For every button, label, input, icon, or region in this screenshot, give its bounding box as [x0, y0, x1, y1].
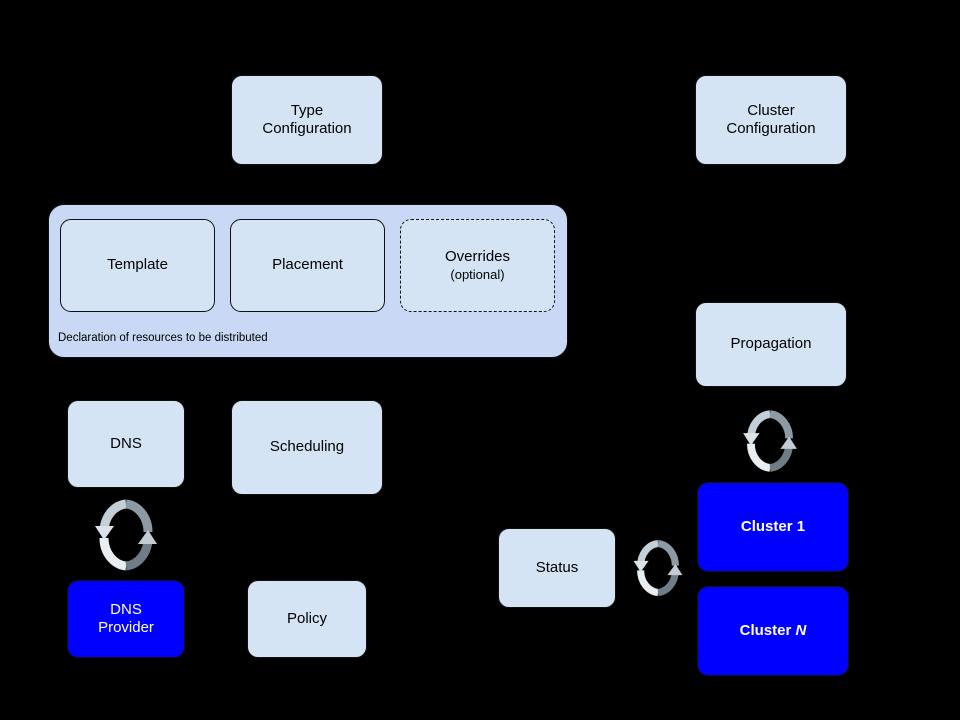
- node-cluster-n-prefix: Cluster: [739, 621, 796, 639]
- node-policy-label: Policy: [286, 609, 327, 627]
- node-propagation[interactable]: Propagation: [695, 302, 847, 387]
- node-cluster-configuration[interactable]: Cluster Configuration: [695, 75, 847, 165]
- node-dns[interactable]: DNS: [67, 400, 185, 488]
- cluster-config-line1: Cluster: [747, 101, 795, 119]
- node-template[interactable]: Template: [60, 219, 215, 312]
- node-overrides-sublabel: (optional): [450, 266, 505, 282]
- node-cluster-n-label: Cluster N: [740, 622, 807, 640]
- type-config-line2: Configuration: [262, 120, 352, 137]
- node-template-label: Template: [107, 256, 168, 274]
- type-config-line1: Type: [290, 101, 324, 119]
- node-cluster-configuration-text: Cluster Configuration: [726, 102, 815, 139]
- node-cluster-n-index: N: [795, 621, 807, 639]
- node-dns-provider-line1: DNS: [110, 600, 142, 618]
- node-cluster-1[interactable]: Cluster 1: [697, 482, 849, 572]
- sync-arrows-icon-dns: [95, 499, 157, 571]
- node-policy[interactable]: Policy: [247, 580, 367, 658]
- node-scheduling-label: Scheduling: [269, 438, 345, 456]
- node-overrides[interactable]: Overrides (optional): [400, 219, 555, 312]
- node-cluster-n[interactable]: Cluster N: [697, 586, 849, 676]
- node-type-configuration[interactable]: Type Configuration: [231, 75, 383, 165]
- node-placement-label: Placement: [272, 256, 343, 274]
- node-scheduling[interactable]: Scheduling: [231, 400, 383, 495]
- cluster-config-line2: Configuration: [726, 120, 816, 137]
- node-dns-provider-line2: Provider: [98, 619, 154, 636]
- node-overrides-text: Overrides (optional): [445, 248, 510, 282]
- node-dns-provider-text: DNS Provider: [98, 601, 154, 638]
- sync-arrows-icon-propagation: [743, 410, 797, 472]
- node-dns-provider[interactable]: DNS Provider: [67, 580, 185, 658]
- node-status[interactable]: Status: [498, 528, 616, 608]
- sync-arrows-icon-status: [633, 539, 683, 597]
- node-type-configuration-text: Type Configuration: [262, 102, 351, 139]
- node-dns-label: DNS: [110, 434, 142, 452]
- node-placement[interactable]: Placement: [230, 219, 385, 312]
- group-declaration-label: Declaration of resources to be distribut…: [58, 332, 268, 344]
- node-propagation-label: Propagation: [730, 335, 812, 353]
- node-overrides-label: Overrides: [444, 248, 511, 266]
- node-cluster-1-label: Cluster 1: [740, 517, 806, 535]
- node-status-label: Status: [535, 558, 579, 576]
